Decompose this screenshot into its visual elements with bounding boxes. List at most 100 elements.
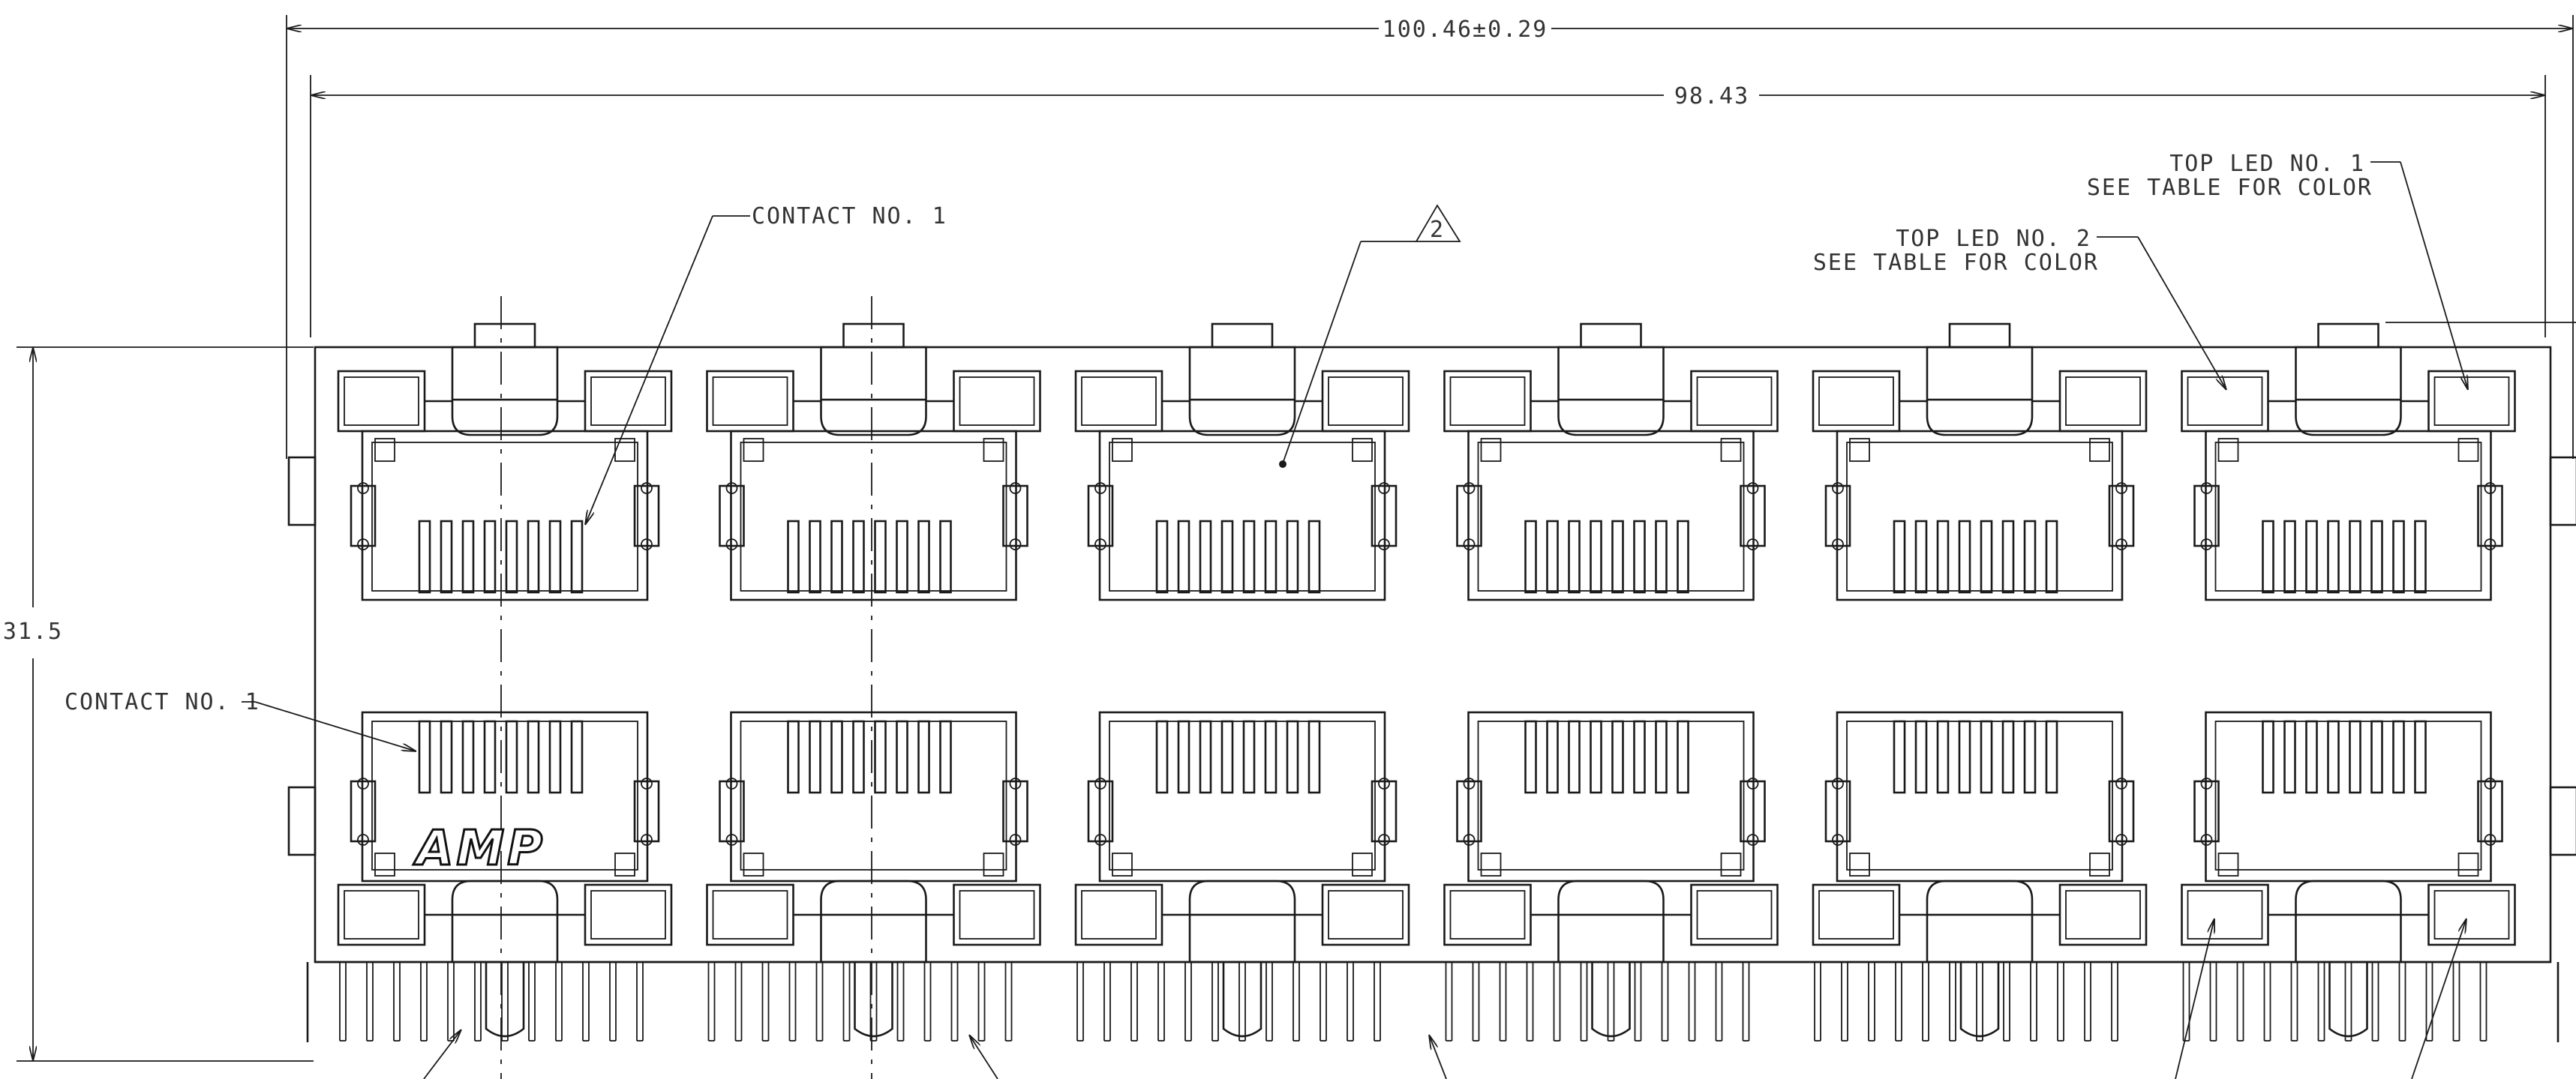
contact xyxy=(2023,520,2037,594)
contact xyxy=(2283,520,2296,594)
contact xyxy=(418,520,431,594)
led2-line1: TOP LED NO. 2 xyxy=(1896,226,2091,252)
contact xyxy=(1286,520,1299,594)
contact xyxy=(2045,520,2058,594)
peg xyxy=(485,962,525,1038)
side-clip-left xyxy=(2193,484,2220,547)
contact xyxy=(2001,720,2015,794)
pin-array xyxy=(339,962,2487,1042)
port-array xyxy=(337,322,2516,964)
contact xyxy=(440,520,453,594)
contact xyxy=(2045,720,2058,794)
contact xyxy=(2370,720,2383,794)
peg xyxy=(854,962,893,1038)
latch-tab xyxy=(1580,322,1642,349)
contact xyxy=(1524,720,1537,794)
peg xyxy=(2328,962,2368,1038)
latch-tab xyxy=(1211,322,1274,349)
top-port-4 xyxy=(1443,322,1779,601)
contact xyxy=(1914,520,1928,594)
contact xyxy=(1546,720,1559,794)
pin-group-5 xyxy=(1814,962,2118,1042)
side-clip-right xyxy=(633,780,660,843)
bottom-port-1 xyxy=(337,711,673,964)
led-window-right xyxy=(953,883,1041,946)
contact xyxy=(1199,520,1212,594)
led-window-right xyxy=(584,883,673,946)
side-clip-left xyxy=(719,484,745,547)
port-span-label: 98.43 xyxy=(1674,83,1749,109)
pin-group-6 xyxy=(2182,962,2487,1042)
latch-tab xyxy=(473,322,536,349)
contact xyxy=(1893,520,1906,594)
side-clip-right xyxy=(1002,484,1028,547)
led-window-left xyxy=(1443,883,1532,946)
contact xyxy=(1611,720,1624,794)
contact xyxy=(1633,520,1646,594)
contact xyxy=(1936,720,1950,794)
led1-line1: TOP LED NO. 1 xyxy=(2169,151,2365,177)
contact xyxy=(896,520,908,594)
peg xyxy=(1959,962,2000,1038)
contact xyxy=(2414,720,2427,794)
contact xyxy=(548,520,562,594)
contact xyxy=(1220,520,1234,594)
contact xyxy=(440,720,453,794)
contact xyxy=(1546,520,1559,594)
dimension-height: 31.5 xyxy=(3,346,314,1062)
contact xyxy=(570,520,584,594)
peg xyxy=(1591,962,1631,1038)
svg-text:AMP: AMP xyxy=(413,821,545,877)
side-clip-right xyxy=(2108,484,2135,547)
side-clip-left xyxy=(2193,780,2220,843)
led-window-left xyxy=(706,883,794,946)
side-clip-left xyxy=(1087,780,1114,843)
dimension-overall-width: 100.46±0.29 xyxy=(286,15,2574,459)
contact xyxy=(917,520,930,594)
bottom-latch-block xyxy=(1926,913,2034,964)
contact xyxy=(461,520,475,594)
bottom-latch-block xyxy=(2295,913,2402,964)
contact xyxy=(2023,720,2037,794)
side-clip-right xyxy=(1371,780,1398,843)
contact xyxy=(917,720,930,794)
contact xyxy=(1308,520,1321,594)
contact xyxy=(852,520,865,594)
bottom-latch-block xyxy=(451,913,559,964)
led-window-left xyxy=(337,883,426,946)
contact xyxy=(483,520,497,594)
contact xyxy=(2370,520,2383,594)
contact xyxy=(1958,520,1971,594)
led-window-right xyxy=(2058,883,2148,946)
contact xyxy=(2262,720,2274,794)
latch-tab xyxy=(842,322,905,349)
top-port-3 xyxy=(1074,322,1410,601)
contact xyxy=(830,720,843,794)
led-window-left xyxy=(1074,370,1163,433)
led-window-left xyxy=(2181,370,2269,433)
jack-opening xyxy=(1836,430,2124,601)
contact xyxy=(1524,520,1537,594)
contact xyxy=(1655,720,1668,794)
pin-group-2 xyxy=(707,962,1013,1042)
bottom-port-3 xyxy=(1074,711,1410,964)
contact xyxy=(1590,720,1602,794)
contact xyxy=(505,720,518,794)
dimension-port-span: 98.43 xyxy=(310,75,2546,337)
bottom-port-2 xyxy=(706,711,1041,964)
top-latch-block xyxy=(1926,346,2034,401)
bottom-port-6 xyxy=(2181,711,2516,964)
contact xyxy=(1199,720,1212,794)
jack-opening xyxy=(1467,430,1755,601)
contact xyxy=(2283,720,2296,794)
side-clip-right xyxy=(1371,484,1398,547)
contact xyxy=(1568,720,1581,794)
led-window-right xyxy=(1321,883,1410,946)
contact xyxy=(939,520,952,594)
contact xyxy=(2392,520,2405,594)
contact xyxy=(418,720,431,794)
led-window-left xyxy=(706,370,794,433)
contact xyxy=(874,720,887,794)
jack-opening xyxy=(1836,711,2124,883)
top-port-5 xyxy=(1812,322,2148,601)
